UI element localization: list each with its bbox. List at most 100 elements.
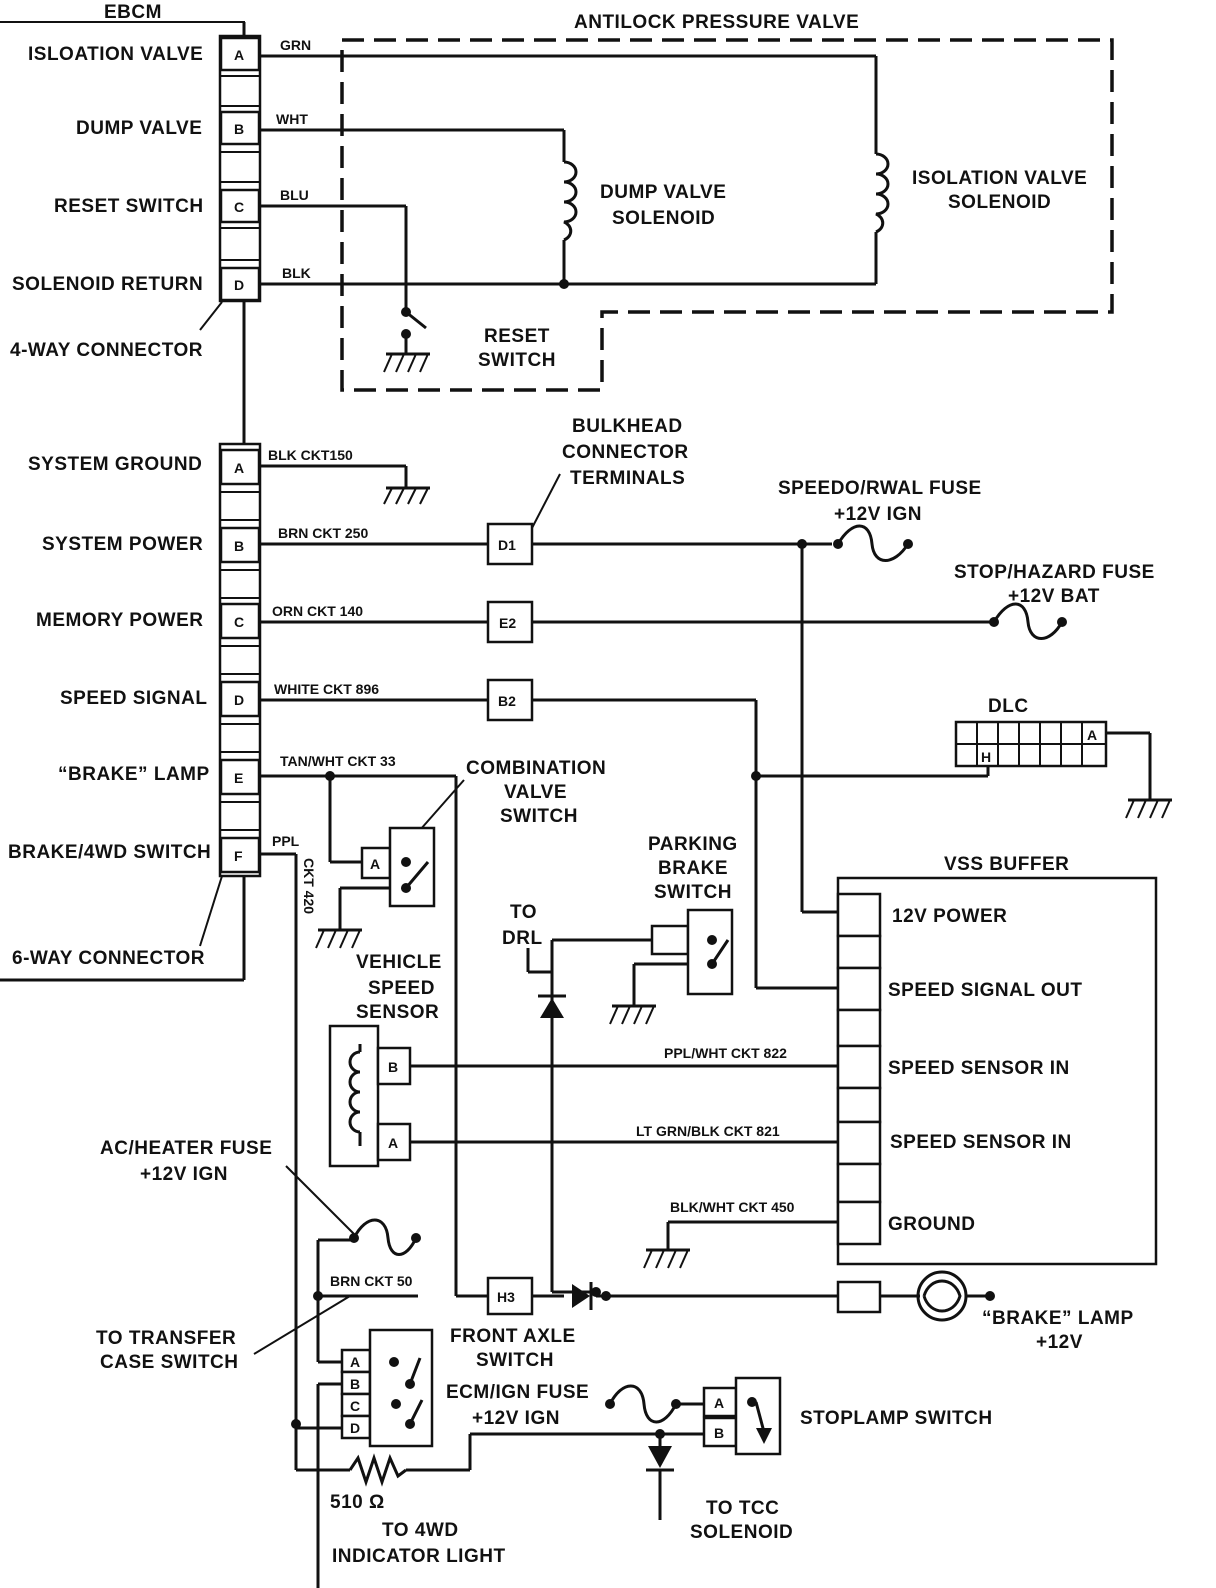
pin-b-6way (219, 526, 261, 564)
vss-line3: SENSOR (356, 1002, 439, 1023)
solenoid-return-label: SOLENOID RETURN (12, 274, 203, 295)
ebcm: EBCM A B C D ISLOATION VALVE DUMP VALVE … (0, 2, 262, 982)
buffer-speed-sensor-in-2: SPEED SENSOR IN (890, 1132, 1072, 1153)
terminal-b2-label: B2 (498, 693, 516, 709)
pin-a-6way (219, 448, 261, 486)
combination-valve-switch: COMBINATION VALVE SWITCH A (315, 758, 606, 949)
to-drl: TO DRL (502, 902, 601, 1297)
dlc-pin-a: A (1087, 727, 1097, 743)
resistor-icon (348, 1453, 407, 1487)
wire-ckt33: TAN/WHT CKT 33 (280, 753, 396, 769)
dump-solenoid-line2: SOLENOID (612, 208, 715, 229)
brake-lamp-circuit: “BRAKE” LAMP +12V (532, 1270, 1133, 1353)
speedo-fuse: SPEEDO/RWAL FUSE +12V IGN (778, 478, 982, 914)
terminal-h3-label: H3 (497, 1289, 515, 1305)
front-axle-pin-c: C (350, 1398, 360, 1414)
pin-d-label: D (234, 277, 244, 293)
ac-heater-fuse-icon (352, 1218, 418, 1256)
bulkhead-line1: BULKHEAD (572, 416, 683, 437)
wire-ppl: PPL (272, 833, 300, 849)
resistor-label: 510 Ω (330, 1492, 385, 1513)
stop-hazard-fuse: STOP/HAZARD FUSE +12V BAT (954, 562, 1155, 640)
terminal-e2 (486, 600, 534, 644)
ac-heater-line1: AC/HEATER FUSE (100, 1138, 272, 1159)
transfer-case-line1: TO TRANSFER (96, 1328, 236, 1349)
brake-lamp-pin-label: “BRAKE” LAMP (58, 764, 210, 785)
isolation-valve-coil (875, 152, 890, 234)
pin-d-6way (219, 680, 261, 718)
buffer-12v-power: 12V POWER (892, 906, 1007, 927)
vehicle-speed-sensor: VEHICLE SPEED SENSOR B A PPL/WHT CKT 822… (328, 952, 838, 1168)
speedo-fuse-line2: +12V IGN (834, 504, 922, 525)
six-way-wiring: BLK CKT150 BRN CKT 250 ORN CKT 140 WHITE… (260, 447, 990, 1424)
transfer-case-line2: CASE SWITCH (100, 1352, 239, 1373)
parking-line2: BRAKE (658, 858, 728, 879)
brake-4wd-switch-label: BRAKE/4WD SWITCH (8, 842, 211, 863)
pin-e6-label: E (234, 770, 243, 786)
parking-brake-switch: PARKING BRAKE SWITCH (550, 834, 738, 1292)
wire-ckt250: BRN CKT 250 (278, 525, 368, 541)
vss-line1: VEHICLE (356, 952, 442, 973)
stoplamp-switch: A B STOPLAMP SWITCH (646, 1376, 993, 1520)
pin-f-6way (219, 836, 261, 874)
pin-a-label: A (234, 47, 244, 63)
isolation-valve-label: ISLOATION VALVE (28, 44, 203, 65)
system-ground-label: SYSTEM GROUND (28, 454, 202, 475)
terminal-h3 (486, 1276, 534, 1316)
front-axle-pin-a: A (350, 1354, 360, 1370)
stoplamp-label: STOPLAMP SWITCH (800, 1408, 993, 1429)
speedo-fuse-line1: SPEEDO/RWAL FUSE (778, 478, 982, 499)
wire-ckt450: BLK/WHT CKT 450 (670, 1199, 795, 1215)
ac-heater-fuse: AC/HEATER FUSE +12V IGN BRN CKT 50 TO TR… (96, 1138, 421, 1373)
pin-c-label: C (234, 199, 244, 215)
dump-valve-label: DUMP VALVE (76, 118, 202, 139)
six-way-connector-label: 6-WAY CONNECTOR (12, 948, 205, 969)
vss-line2: SPEED (368, 978, 435, 999)
to-tcc-line1: TO TCC (706, 1498, 779, 1519)
dump-valve-coil (563, 160, 578, 242)
pin-d6-label: D (234, 692, 244, 708)
ebcm-title: EBCM (104, 2, 162, 23)
combination-line2: VALVE (504, 782, 567, 803)
reset-switch-label: RESET SWITCH (54, 196, 204, 217)
four-way-connector (218, 34, 262, 303)
reset-switch-line1: RESET (484, 326, 550, 347)
terminal-b2 (486, 678, 534, 722)
stop-hazard-fuse-icon (992, 602, 1064, 640)
to-drl-line1: TO (510, 902, 537, 923)
buffer-term-5 (836, 1200, 882, 1246)
dlc-label: DLC (988, 696, 1029, 717)
parking-line3: SWITCH (654, 882, 732, 903)
isolation-solenoid-line1: ISOLATION VALVE (912, 168, 1087, 189)
stop-hazard-line1: STOP/HAZARD FUSE (954, 562, 1155, 583)
buffer-ground: GROUND (888, 1214, 975, 1235)
stop-hazard-line2: +12V BAT (1008, 586, 1100, 607)
pin-b6-label: B (234, 538, 244, 554)
wire-blk: BLK (282, 265, 311, 281)
front-axle-pin-d: D (350, 1420, 360, 1436)
reset-switch-line2: SWITCH (478, 350, 556, 371)
wire-ckt50: BRN CKT 50 (330, 1273, 413, 1289)
four-way-connector-label: 4-WAY CONNECTOR (10, 340, 203, 361)
wire-ckt822: PPL/WHT CKT 822 (664, 1045, 787, 1061)
ecm-ign-fuse: ECM/IGN FUSE +12V IGN (446, 1382, 704, 1429)
lamp-diode-icon (572, 1284, 590, 1308)
bulkhead-connector: BULKHEAD CONNECTOR TERMINALS D1 E2 B2 H3 (486, 416, 689, 1316)
pin-c-6way (219, 602, 261, 640)
parking-line1: PARKING (648, 834, 738, 855)
to-drl-line2: DRL (502, 928, 543, 949)
vss-buffer: VSS BUFFER 12V POWER SPEED SIGNAL OUT SP… (643, 854, 1158, 1269)
speedo-fuse-icon (836, 524, 910, 562)
combination-line3: SWITCH (500, 806, 578, 827)
antilock-pressure-valve: ANTILOCK PRESSURE VALVE GRN WHT BLU BLK … (260, 12, 1114, 392)
buffer-speed-signal-out: SPEED SIGNAL OUT (888, 980, 1083, 1001)
bulkhead-line3: TERMINALS (570, 468, 685, 489)
bulkhead-line2: CONNECTOR (562, 442, 689, 463)
wire-ckt150: BLK CKT150 (268, 447, 353, 463)
terminal-d1-label: D1 (498, 537, 516, 553)
to-4wd-line2: INDICATOR LIGHT (332, 1546, 506, 1567)
wire-ckt140: ORN CKT 140 (272, 603, 363, 619)
wire-ckt896: WHITE CKT 896 (274, 681, 379, 697)
wire-ckt821: LT GRN/BLK CKT 821 (636, 1123, 780, 1139)
